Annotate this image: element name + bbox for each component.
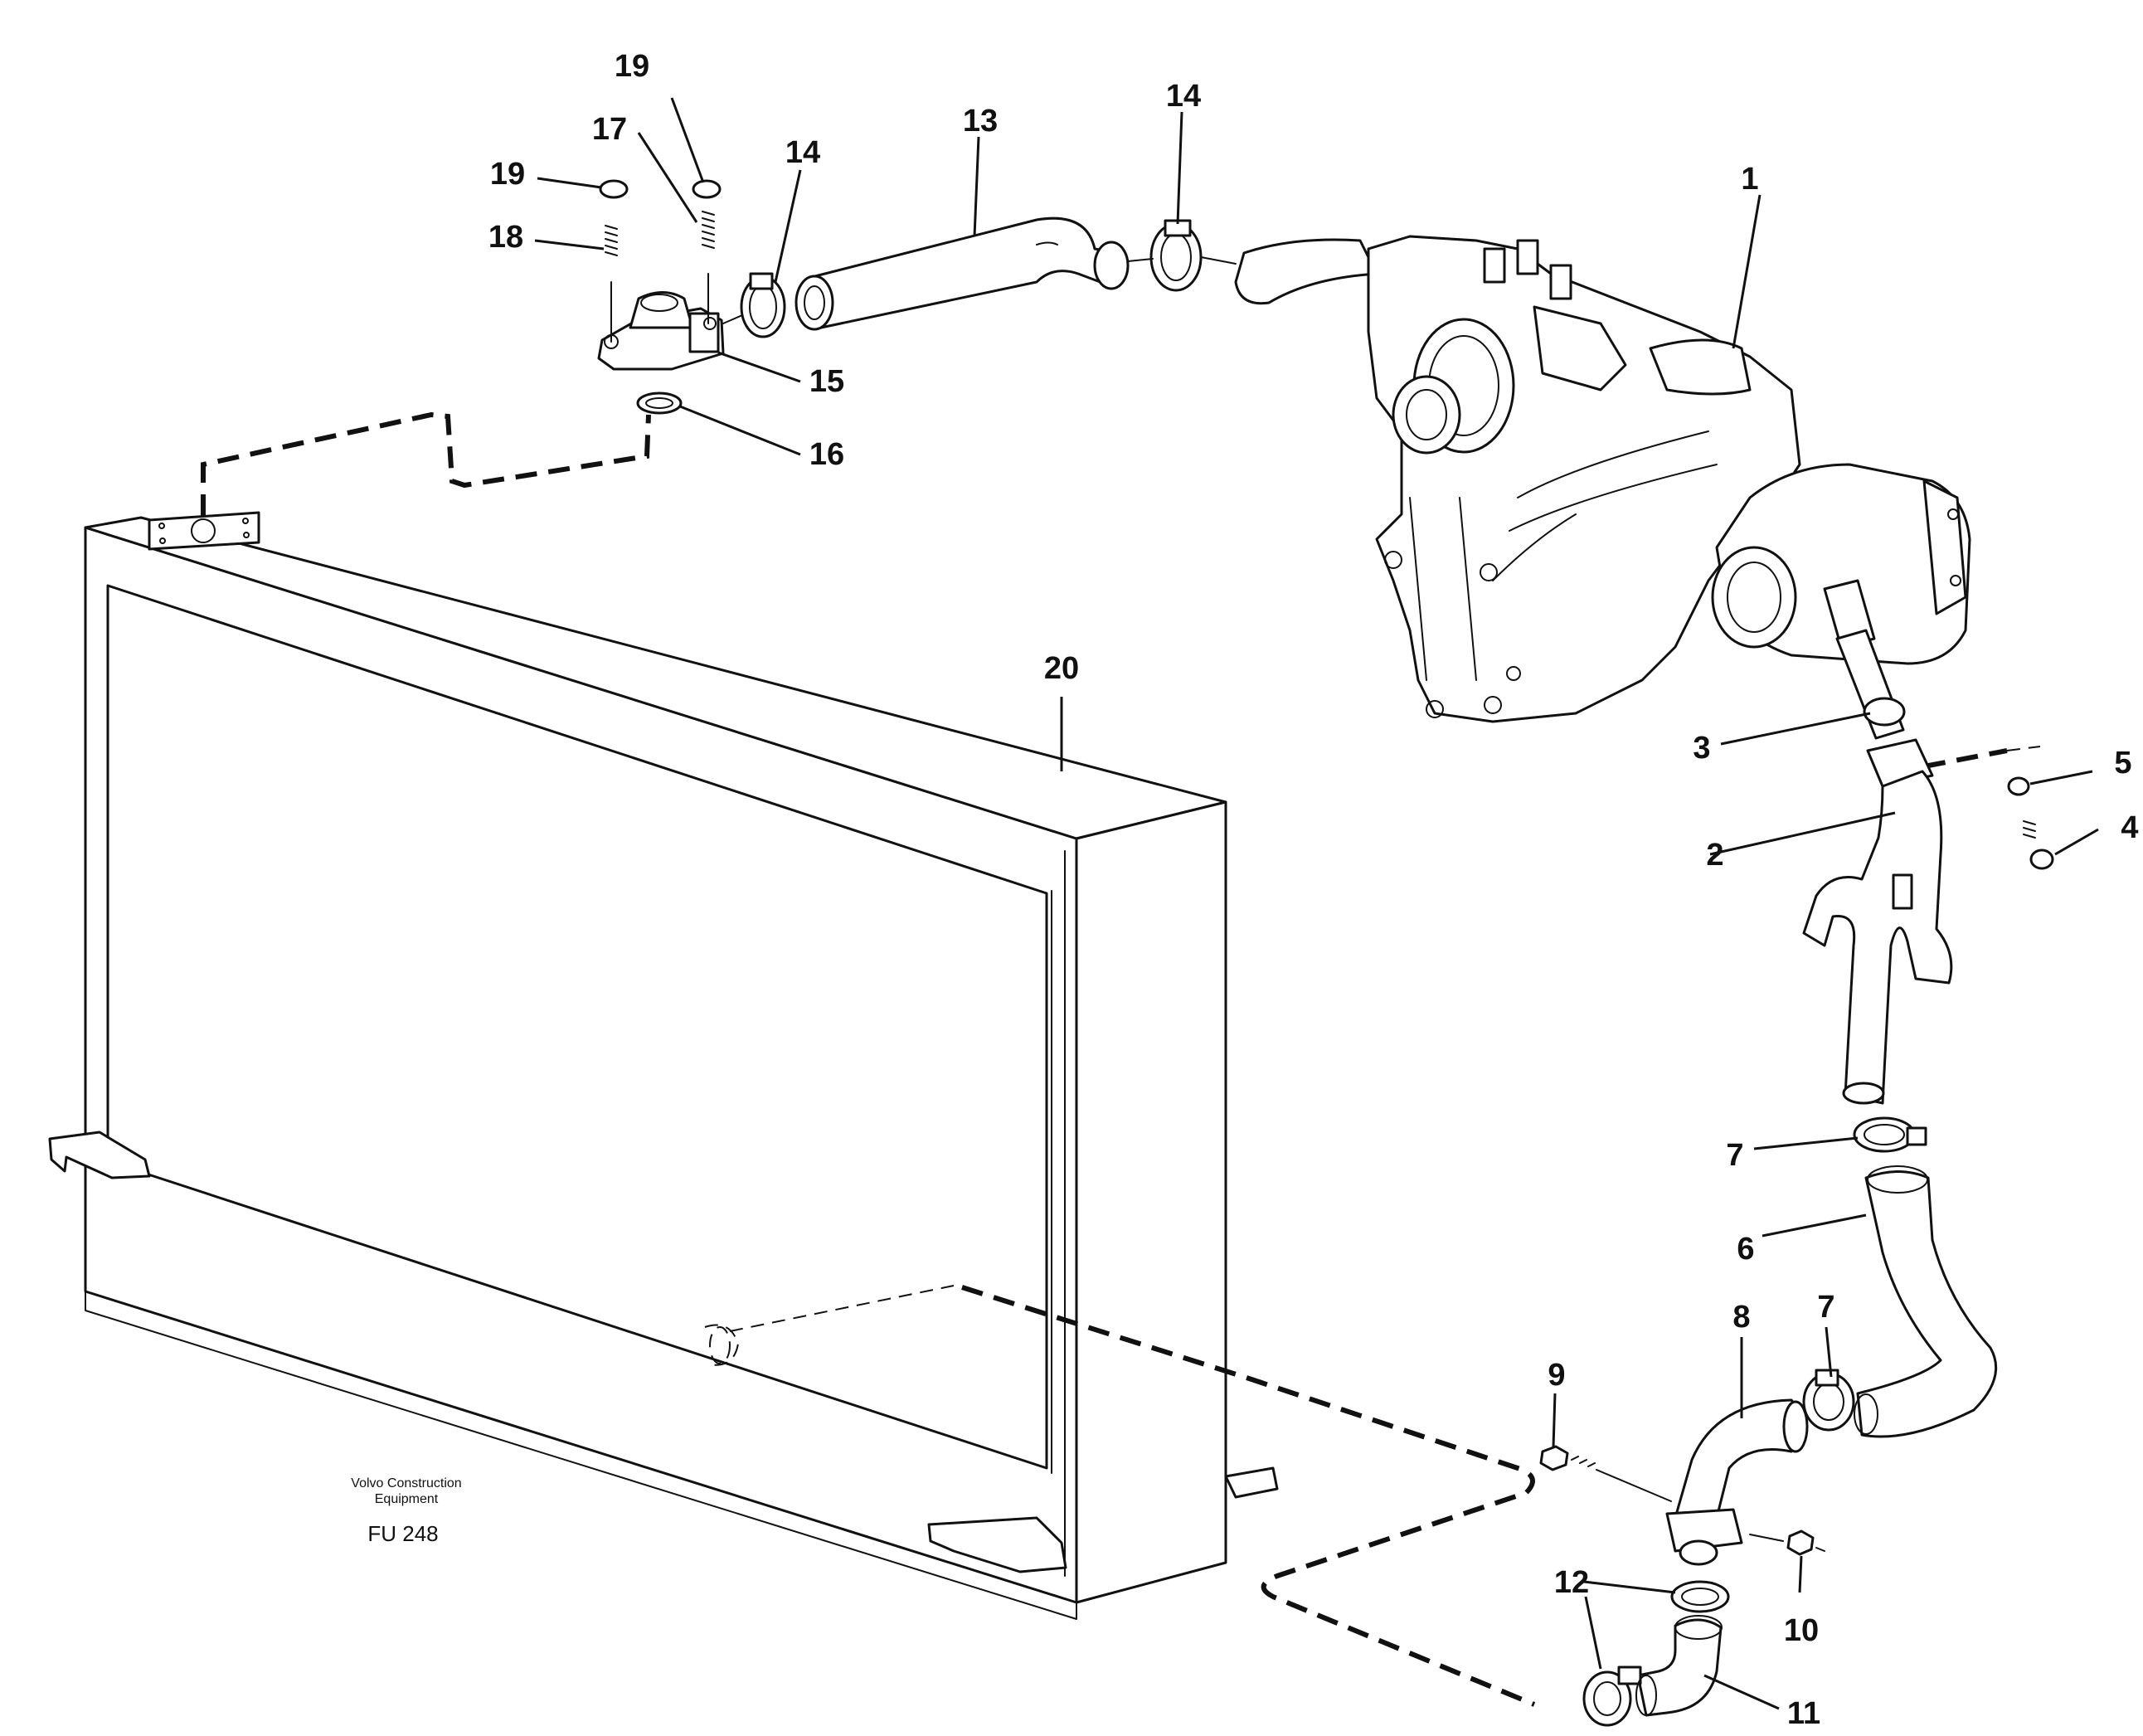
maker-line-2: Equipment: [375, 1492, 439, 1506]
callout-11: 11: [1787, 1696, 1820, 1731]
callout-8: 8: [1732, 1300, 1750, 1335]
callout-19-right: 19: [615, 49, 649, 84]
callout-20: 20: [1044, 651, 1079, 686]
studs-and-nuts: [599, 179, 722, 343]
routing-lines: [201, 411, 2041, 1707]
hose-clamp-upper-right: [1149, 219, 1203, 292]
callout-13: 13: [963, 104, 998, 139]
leader-lines: [534, 97, 2099, 1710]
outlet-pipe: [1674, 1398, 1801, 1520]
nut-10: [1749, 1529, 1825, 1556]
water-pump-housing: [1367, 235, 1801, 723]
callout-14-left: 14: [785, 135, 820, 170]
elbow-hose: [1636, 1618, 1723, 1717]
callout-3: 3: [1693, 731, 1710, 766]
callout-10: 10: [1784, 1613, 1819, 1648]
figure-code: FU 248: [367, 1521, 438, 1546]
hose-clamp-7-lower: [1802, 1369, 1855, 1432]
callout-1: 1: [1741, 162, 1758, 197]
hose-clamp-12-upper: [1670, 1580, 1730, 1613]
footer-text: Volvo Construction Equipment FU 248: [351, 1476, 461, 1546]
radiator: [48, 511, 1279, 1620]
lower-hose: [1856, 1170, 1998, 1438]
callout-2: 2: [1706, 838, 1723, 873]
callout-19-left: 19: [490, 157, 525, 192]
callout-14-right: 14: [1166, 79, 1201, 114]
callout-4: 4: [2121, 810, 2138, 845]
callout-17: 17: [592, 112, 627, 147]
callout-5: 5: [2114, 746, 2131, 780]
thermostat-cover: [1711, 463, 1971, 665]
callout-15: 15: [809, 364, 844, 399]
callout-12: 12: [1554, 1565, 1589, 1600]
upper-hose: [795, 216, 1130, 331]
hose-clamp-upper-left: [740, 272, 786, 338]
bolt-and-nut-right: [2007, 776, 2054, 870]
hose-clamp-12-lower: [1582, 1665, 1642, 1727]
callout-18: 18: [488, 220, 523, 255]
callout-16: 16: [809, 437, 844, 472]
callout-labels: 1 2 3 4 5 6 7 7 8 9 10 11 12 13 14 14 15…: [488, 49, 2139, 1731]
bypass-pipe: [1802, 629, 1953, 1105]
callout-6: 6: [1737, 1232, 1754, 1267]
thermostat-housing: [597, 291, 725, 371]
bolt-9: [1539, 1445, 1672, 1502]
gasket: [636, 391, 683, 415]
callout-7-upper: 7: [1726, 1138, 1743, 1173]
callout-7-lower: 7: [1817, 1290, 1834, 1325]
pump-inlet-hose: [1234, 238, 1378, 305]
hose-clamp-7-upper: [1853, 1116, 1927, 1153]
callout-9: 9: [1548, 1358, 1565, 1393]
maker-line-1: Volvo Construction: [351, 1476, 461, 1490]
